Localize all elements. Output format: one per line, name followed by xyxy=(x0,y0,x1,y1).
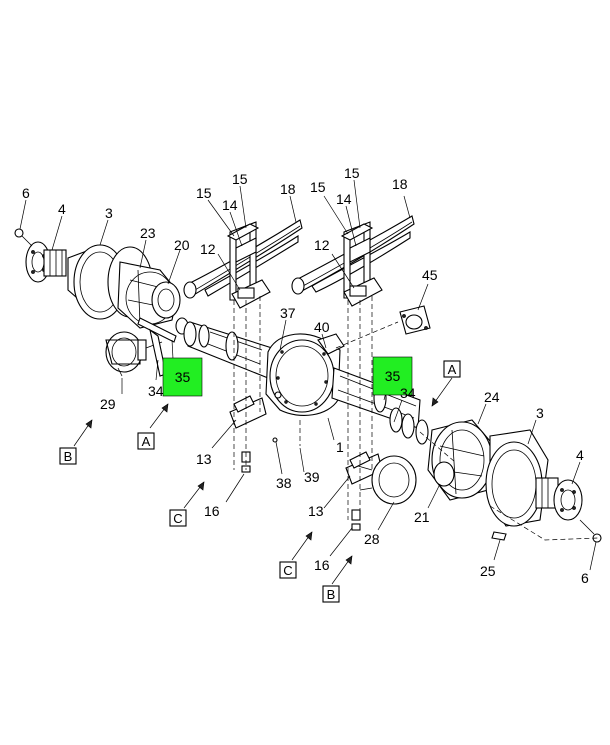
svg-text:B: B xyxy=(64,449,73,464)
right-hub-assembly xyxy=(357,419,602,543)
alignment-lines xyxy=(233,296,599,541)
view-box-c-left[interactable]: C xyxy=(169,509,187,527)
view-arrows xyxy=(73,377,453,585)
callout-40[interactable]: 40 xyxy=(314,319,330,335)
callout-20[interactable]: 20 xyxy=(174,237,190,253)
callout-15-b[interactable]: 15 xyxy=(232,171,248,187)
svg-text:A: A xyxy=(142,434,151,449)
callout-12-b[interactable]: 12 xyxy=(314,237,330,253)
callout-13-right[interactable]: 13 xyxy=(308,503,324,519)
callout-34-right[interactable]: 34 xyxy=(400,385,416,401)
callout-14-b[interactable]: 14 xyxy=(336,191,352,207)
callout-29[interactable]: 29 xyxy=(100,396,116,412)
callout-15-a[interactable]: 15 xyxy=(196,185,212,201)
right-leaf-spring xyxy=(291,215,415,307)
callout-6-left[interactable]: 6 xyxy=(22,185,30,201)
callout-25[interactable]: 25 xyxy=(480,563,496,579)
callout-37[interactable]: 37 xyxy=(280,305,296,321)
highlight-box xyxy=(162,357,203,397)
highlight-box xyxy=(372,356,413,396)
highlight-35-right[interactable]: 35 xyxy=(372,356,413,396)
svg-text:B: B xyxy=(327,587,336,602)
highlight-35-left[interactable]: 35 xyxy=(162,357,203,397)
callout-18-a[interactable]: 18 xyxy=(280,181,296,197)
axle-housing xyxy=(183,321,429,445)
view-box-a-left[interactable]: A xyxy=(137,432,155,450)
callout-14-a[interactable]: 14 xyxy=(222,197,238,213)
callout-labels: 6 4 3 23 20 15 15 14 18 12 15 15 14 18 1… xyxy=(22,165,589,586)
callout-4-right[interactable]: 4 xyxy=(576,447,584,463)
callout-34-left[interactable]: 34 xyxy=(148,383,164,399)
callout-3-right[interactable]: 3 xyxy=(536,405,544,421)
highlight-label: 35 xyxy=(385,368,401,384)
callout-39[interactable]: 39 xyxy=(304,469,320,485)
left-hub-assembly xyxy=(14,228,189,377)
callout-21[interactable]: 21 xyxy=(414,509,430,525)
callout-45[interactable]: 45 xyxy=(422,267,438,283)
callout-18-b[interactable]: 18 xyxy=(392,176,408,192)
callout-16-left[interactable]: 16 xyxy=(204,503,220,519)
view-box-b-left[interactable]: B xyxy=(59,447,77,465)
callout-24[interactable]: 24 xyxy=(484,389,500,405)
left-lower-spring-seat xyxy=(229,395,267,473)
svg-text:C: C xyxy=(173,511,182,526)
callout-13-left[interactable]: 13 xyxy=(196,451,212,467)
svg-text:C: C xyxy=(283,563,292,578)
view-boxes: A A B B C C xyxy=(59,360,461,603)
torque-rod-bracket xyxy=(399,305,431,335)
view-box-c-bottom[interactable]: C xyxy=(279,561,297,579)
callout-28[interactable]: 28 xyxy=(364,531,380,547)
callout-6-right[interactable]: 6 xyxy=(581,570,589,586)
callout-3-left[interactable]: 3 xyxy=(105,205,113,221)
callout-16-right[interactable]: 16 xyxy=(314,557,330,573)
callout-23[interactable]: 23 xyxy=(140,225,156,241)
callout-1[interactable]: 1 xyxy=(336,439,344,455)
view-box-a-top[interactable]: A xyxy=(443,360,461,378)
callout-4-left[interactable]: 4 xyxy=(58,201,66,217)
view-box-b-bottom[interactable]: B xyxy=(322,585,340,603)
svg-text:A: A xyxy=(448,362,457,377)
callout-15-d[interactable]: 15 xyxy=(344,165,360,181)
callout-38[interactable]: 38 xyxy=(276,475,292,491)
callout-12-a[interactable]: 12 xyxy=(200,241,216,257)
left-leaf-spring xyxy=(183,219,303,309)
highlight-label: 35 xyxy=(175,369,191,385)
callout-15-c[interactable]: 15 xyxy=(310,179,326,195)
